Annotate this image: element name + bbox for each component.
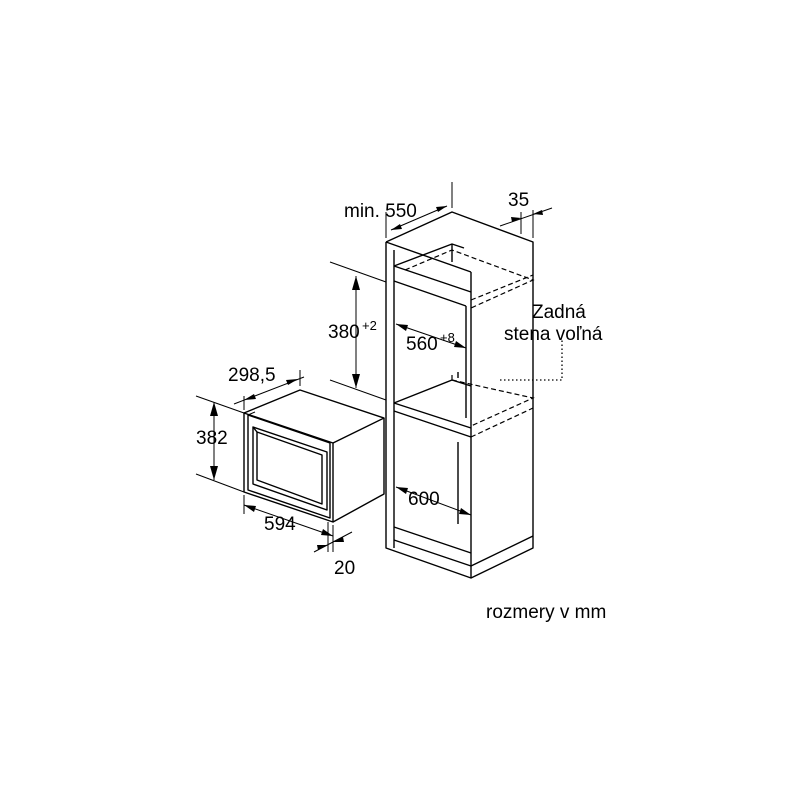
- appliance-width-label: 594: [264, 514, 296, 535]
- appliance-height-label: 382: [196, 428, 228, 449]
- rear-wall-label-line2: stena voľná: [504, 324, 603, 345]
- dimension-lines: [195, 182, 563, 553]
- niche-inner-width-tolerance: +8: [440, 330, 455, 345]
- niche-width-label: min. 550: [344, 201, 417, 222]
- appliance-depth-label: 298,5: [228, 365, 276, 386]
- niche-inner-width-label: 560: [406, 334, 438, 355]
- front-thickness-label: 20: [334, 558, 355, 579]
- niche-height-label: 380: [328, 322, 360, 343]
- appliance: [243, 389, 385, 523]
- tall-cabinet: [385, 211, 535, 579]
- side-gap-label: 35: [508, 190, 529, 211]
- niche-depth-label: 600: [408, 489, 440, 510]
- niche-height-tolerance: +2: [362, 318, 377, 333]
- rear-wall-label-line1: Zadná: [532, 302, 586, 323]
- units-note: rozmery v mm: [486, 602, 606, 623]
